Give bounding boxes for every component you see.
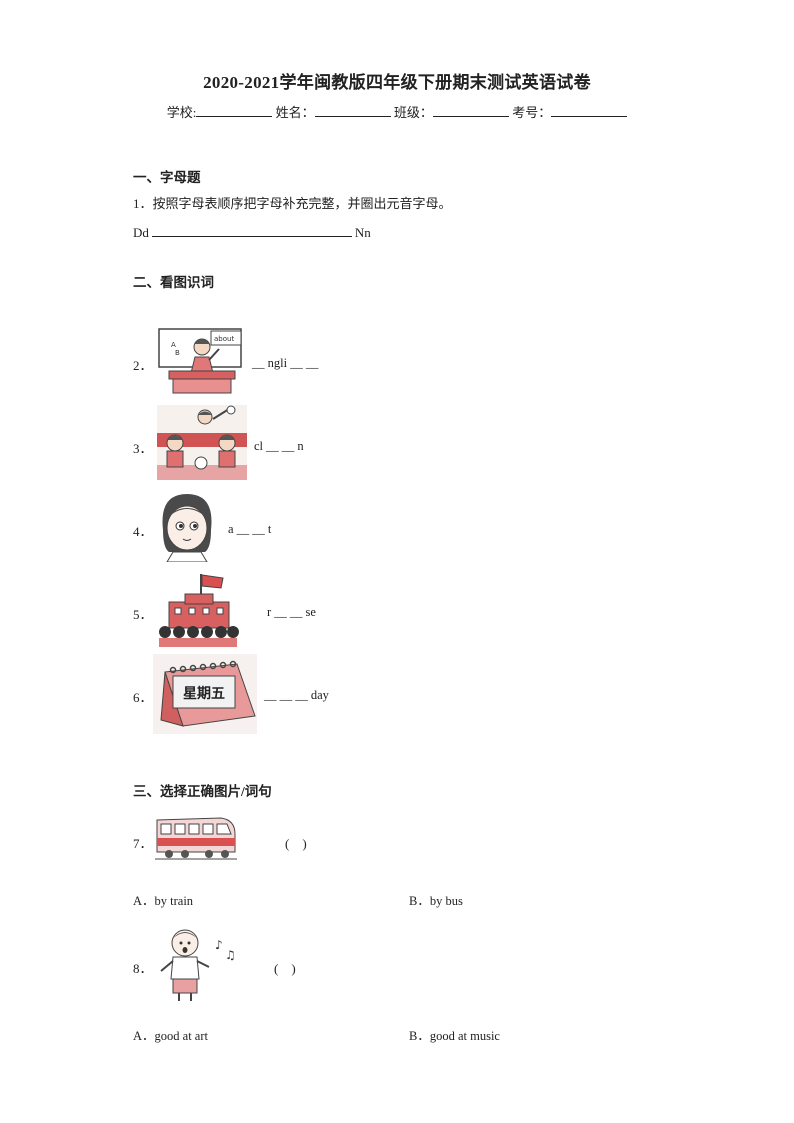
section2-heading: 二、看图识词 xyxy=(133,275,214,290)
q6-word: __ __ __ day xyxy=(264,688,329,702)
q8-option-b[interactable]: B．good at music xyxy=(409,1029,500,1043)
q1-answer-line: Dd Nn xyxy=(133,224,371,241)
q7-number: 7． xyxy=(133,836,153,851)
q8-answer-paren[interactable]: ( ) xyxy=(274,961,296,976)
q3-word: cl __ __ n xyxy=(254,439,304,453)
section3-heading: 三、选择正确图片/词句 xyxy=(133,784,272,799)
school-blank[interactable] xyxy=(196,104,273,117)
student-info-line: 学校: 姓名： 班级： 考号： xyxy=(0,102,794,121)
q7-option-b[interactable]: B．by bus xyxy=(409,894,463,908)
cleaning-picture xyxy=(157,405,247,480)
q1-text: 1．按照字母表顺序把字母补充完整，并圈出元音字母。 xyxy=(133,196,452,211)
english-class-picture: A B about xyxy=(157,325,247,395)
q8-option-a[interactable]: A．good at art xyxy=(133,1029,208,1043)
q2-number: 2． xyxy=(133,358,153,373)
board-letter-a: A xyxy=(171,341,176,349)
calendar-weekday-text: 星期五 xyxy=(183,686,225,702)
q5-word: r __ __ se xyxy=(267,605,316,619)
q2-word: __ ngli __ __ xyxy=(252,356,319,370)
class-blank[interactable] xyxy=(432,104,509,117)
board-word-about: about xyxy=(214,335,234,343)
q7-option-a[interactable]: A．by train xyxy=(133,894,194,908)
q6-number: 6． xyxy=(133,690,153,705)
q4-word: a __ __ t xyxy=(228,522,272,536)
board-letter-b: B xyxy=(175,349,180,357)
q8-number: 8． xyxy=(133,961,153,976)
q3-number: 3． xyxy=(133,441,153,456)
q1-end-letter: Nn xyxy=(354,225,371,240)
svg-text:♪: ♪ xyxy=(215,938,223,952)
q1-fill-blank[interactable] xyxy=(151,224,352,237)
q5-number: 5． xyxy=(133,607,153,622)
name-blank[interactable] xyxy=(314,104,391,117)
singing-boy-picture: ♪ ♫ xyxy=(155,925,241,1003)
name-label: 姓名： xyxy=(275,105,315,120)
q1-start-letter: Dd xyxy=(133,225,149,240)
svg-text:♫: ♫ xyxy=(225,948,236,962)
q7-answer-paren[interactable]: ( ) xyxy=(285,836,307,851)
section1-heading: 一、字母题 xyxy=(133,170,201,185)
page-title: 2020-2021学年闽教版四年级下册期末测试英语试卷 xyxy=(203,73,591,92)
id-label: 考号： xyxy=(512,105,552,120)
class-label: 班级： xyxy=(393,105,433,120)
aunt-picture xyxy=(155,490,220,562)
q4-number: 4． xyxy=(133,524,153,539)
friday-calendar-picture: 星期五 xyxy=(153,654,257,734)
school-label: 学校: xyxy=(166,105,197,120)
raise-flag-picture xyxy=(155,572,240,647)
id-blank[interactable] xyxy=(551,104,628,117)
train-picture xyxy=(155,812,237,862)
